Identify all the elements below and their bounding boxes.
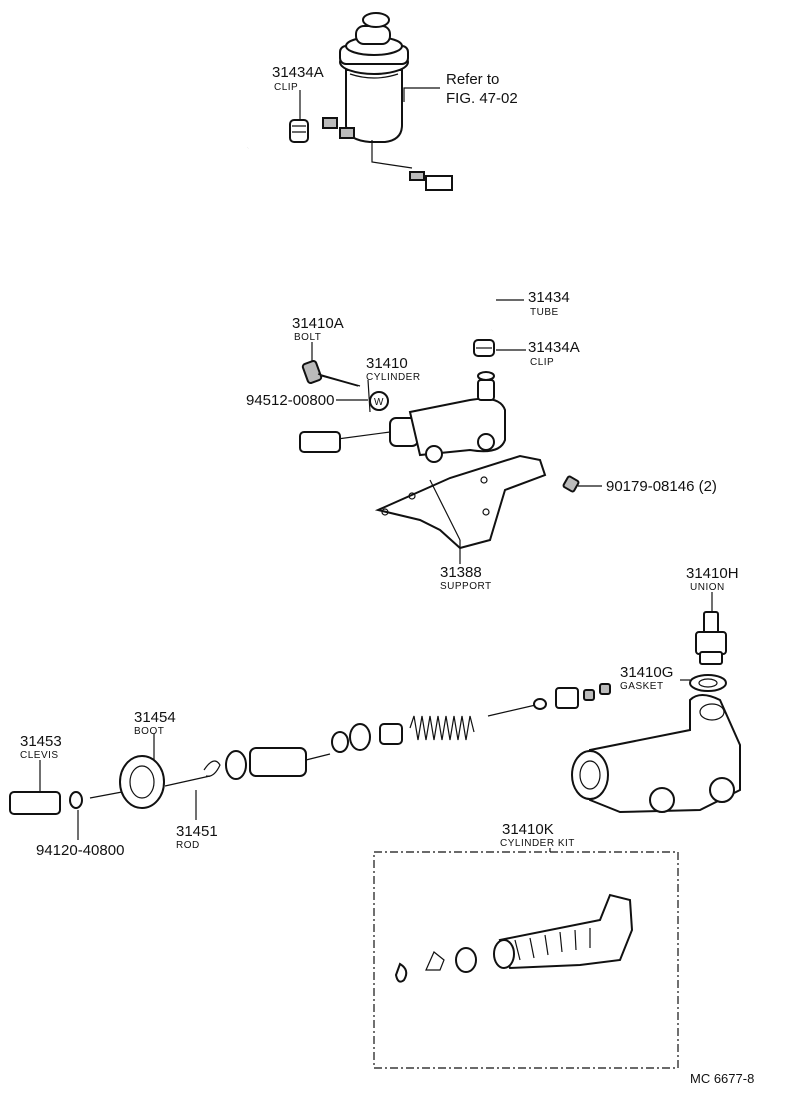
union-part [695,611,727,665]
svg-text:GASKET: GASKET [620,681,664,692]
svg-text:W: W [374,397,384,408]
svg-text:94120-40800: 94120-40800 [36,842,124,859]
label-gasket: 31410G GASKET [620,664,673,692]
svg-text:31434A: 31434A [528,339,580,356]
svg-text:UNION: UNION [690,582,725,593]
label-tube: 31434 TUBE [528,289,570,318]
figure-code: MC 6677-8 [690,1071,754,1086]
label-clevis-nut: 94120-40800 [36,842,124,859]
spring [409,715,475,741]
svg-text:CLEVIS: CLEVIS [20,750,59,761]
svg-text:FIG. 47-02: FIG. 47-02 [446,90,518,107]
exploded-parts [9,683,611,815]
label-bolt: 31410A BOLT [292,315,344,343]
clip-upper-part [289,119,309,143]
washer-part [369,391,389,411]
svg-text:31434A: 31434A [272,64,324,81]
svg-text:94512-00800: 94512-00800 [246,392,334,409]
leader-lines [39,87,713,852]
svg-text:CLIP: CLIP [530,357,554,368]
svg-text:31410H: 31410H [686,565,739,582]
label-union: 31410H UNION [686,565,739,593]
clip-lower-part [473,339,495,357]
cylinder-body [571,694,741,814]
label-support: 31388 SUPPORT [440,564,492,592]
svg-text:CYLINDER KIT: CYLINDER KIT [500,838,575,849]
label-boot: 31454 BOOT [134,709,176,737]
svg-text:CLIP: CLIP [274,82,298,93]
support-bracket [374,454,547,550]
label-cylinder-kit: 31410K CYLINDER KIT [500,821,575,849]
reservoir-tube [245,140,501,332]
svg-text:31388: 31388 [440,564,482,581]
label-washer: 94512-00800 W [246,392,384,409]
label-rod: 31451 ROD [176,823,218,851]
cylinder-kit-box [373,851,679,1069]
reservoir [322,12,453,191]
svg-text:31434: 31434 [528,289,570,306]
svg-text:BOOT: BOOT [134,726,164,737]
svg-text:SUPPORT: SUPPORT [440,581,492,592]
label-clip-upper: 31434A CLIP [272,64,324,93]
svg-text:31454: 31454 [134,709,176,726]
svg-text:TUBE: TUBE [530,307,559,318]
svg-text:90179-08146 (2): 90179-08146 (2) [606,478,717,495]
svg-text:ROD: ROD [176,840,200,851]
svg-text:31410A: 31410A [292,315,344,332]
svg-text:31410: 31410 [366,355,408,372]
label-clevis: 31453 CLEVIS [20,733,62,761]
label-nut: 90179-08146 (2) [606,478,717,495]
nut-part [562,475,580,493]
svg-text:CYLINDER: CYLINDER [366,372,421,383]
svg-text:31451: 31451 [176,823,218,840]
gasket-part [689,674,727,692]
label-clip-lower: 31434A CLIP [528,339,580,368]
bolt-part [301,360,361,387]
svg-text:31410G: 31410G [620,664,673,681]
label-cylinder: 31410 CYLINDER [366,355,421,383]
svg-text:Refer to: Refer to [446,71,499,88]
svg-text:BOLT: BOLT [294,332,321,343]
svg-text:31453: 31453 [20,733,62,750]
svg-text:31410K: 31410K [502,821,554,838]
cylinder-assembly [299,371,506,463]
label-reservoir-ref: Refer to FIG. 47-02 [446,71,518,107]
